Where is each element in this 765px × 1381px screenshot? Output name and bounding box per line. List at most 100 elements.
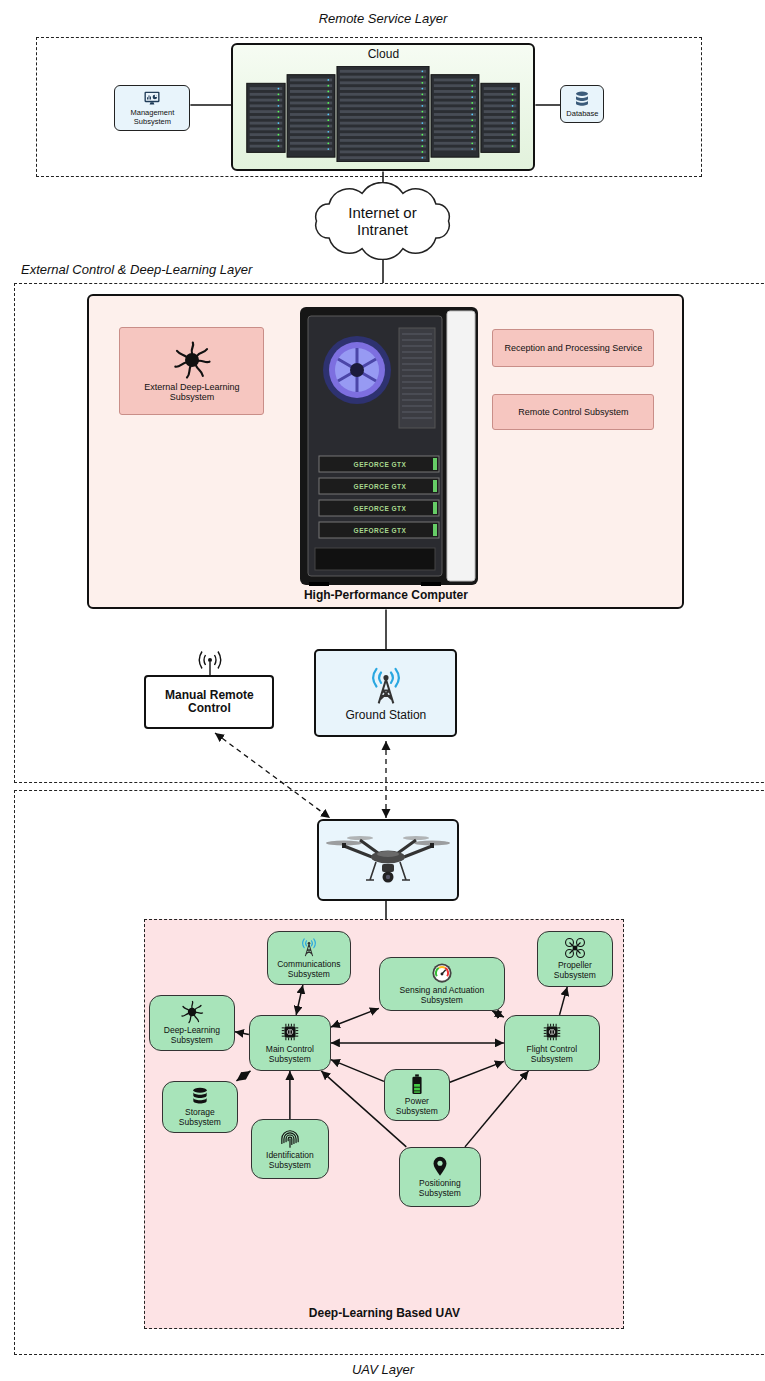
neural-icon: [187, 367, 190, 378]
icon-holder: [429, 1155, 451, 1177]
antenna-icon: [215, 655, 217, 665]
gauge-icon: [431, 962, 453, 984]
computer-illustration: [447, 311, 475, 581]
propeller-icon: [565, 939, 584, 958]
server-rack-illustration: [472, 137, 474, 139]
computer-illustration: [399, 328, 435, 428]
tower-icon: [302, 939, 304, 948]
server-rack-illustration: [472, 97, 474, 99]
neural-icon: [194, 1016, 198, 1022]
server-rack-illustration: [434, 79, 476, 82]
subsystem-box: External Deep-Learning Subsystem: [119, 327, 264, 415]
server-rack-illustration: [340, 87, 426, 90]
chip-icon: [284, 1027, 295, 1038]
server-rack-illustration: [250, 122, 283, 125]
drone-illustration: [377, 851, 399, 857]
layer-band: Remote Service LayerManagement Subsystem…: [36, 37, 702, 177]
server-rack-illustration: [512, 122, 514, 124]
icon-holder: [172, 340, 212, 380]
drone-box: [318, 820, 458, 900]
tower-icon: [302, 939, 315, 948]
tower-icon: [305, 941, 307, 946]
subsystem-box: Management Subsystem: [114, 85, 190, 130]
node-label: Internet or Intranet: [330, 204, 435, 239]
server-rack-illustration: [290, 136, 332, 139]
icon-holder: [573, 90, 591, 108]
neural-icon: [191, 1002, 193, 1009]
group-title: External Control & Deep-Learning Layer: [21, 263, 252, 278]
server-rack-illustration: [512, 128, 514, 130]
computer-illustration: [300, 307, 478, 585]
server-rack-illustration: [328, 114, 330, 116]
monitor-icon: [143, 89, 161, 107]
computer-illustration: [402, 382, 432, 383]
antenna-icon: [204, 655, 206, 665]
server-rack-illustration: [434, 130, 476, 133]
server-rack-illustration: [472, 114, 474, 116]
chip-icon: [288, 1024, 289, 1027]
server-rack-illustration: [422, 140, 424, 142]
computer-illustration: [309, 582, 329, 586]
computer-illustration: [402, 358, 432, 359]
chip-icon: [544, 1030, 547, 1031]
computer-illustration: [433, 502, 437, 514]
server-rack-illustration: [422, 145, 424, 147]
tower-icon: [364, 663, 408, 707]
neural-icon: [199, 361, 210, 362]
tower-icon: [383, 676, 388, 681]
service-box: Reception and Processing Service: [492, 329, 654, 367]
subsystem-box: Communications Subsystem: [267, 931, 351, 985]
radio-link: [385, 741, 386, 818]
chip-icon: [544, 1033, 547, 1034]
node-label: Communications Subsystem: [272, 960, 346, 980]
server-rack-illustration: [484, 133, 517, 136]
computer-illustration: [433, 458, 437, 470]
chip-icon: [544, 1036, 547, 1037]
server-rack-illustration: [340, 76, 426, 79]
server-rack-illustration: [340, 70, 426, 73]
gpu-label: GEFORCE GTX: [320, 457, 440, 473]
server-rack-illustration: [290, 96, 332, 99]
battery-icon: [415, 1075, 419, 1077]
server-rack-illustration: [241, 66, 525, 162]
server-rack-illustration: [434, 142, 476, 145]
subsystem-box: Propeller Subsystem: [537, 931, 613, 987]
propeller-icon: [564, 937, 586, 959]
computer-illustration: [402, 352, 432, 353]
server-rack-illustration: [434, 119, 476, 122]
server-rack-illustration: [472, 91, 474, 93]
subsystem-box: Flight Control Subsystem: [504, 1015, 600, 1071]
server-rack-illustration: [472, 120, 474, 122]
group-title: UAV Layer: [15, 1363, 751, 1378]
node-label: Management Subsystem: [119, 109, 185, 126]
node-label: Remote Control Subsystem: [497, 407, 649, 417]
fingerprint-icon: [282, 1131, 298, 1147]
node-label: External Deep-Learning Subsystem: [124, 382, 259, 403]
server-rack-illustration: [290, 113, 332, 116]
gpu-label: GEFORCE GTX: [320, 479, 440, 495]
gauge-icon: [440, 973, 443, 976]
server-rack-illustration: [484, 145, 517, 148]
server-rack-illustration: [422, 94, 424, 96]
drone-illustration: [366, 862, 410, 880]
server-rack-illustration: [328, 108, 330, 110]
server-rack-illustration: [328, 91, 330, 93]
chip-icon: [549, 1030, 555, 1035]
server-rack-illustration: [422, 134, 424, 136]
drone-illustration: [371, 851, 405, 864]
subsystem-box: Sensing and Actuation Subsystem: [379, 957, 505, 1011]
server-rack-illustration: [434, 84, 476, 87]
server-rack-illustration: [422, 111, 424, 113]
server-rack-illustration: [512, 134, 514, 136]
drone-illustration: [383, 872, 394, 883]
uav-box: Deep-Learning Based UAVCommunications Su…: [144, 919, 624, 1329]
neural-icon: [180, 1000, 204, 1024]
node-label: Reception and Processing Service: [497, 343, 649, 353]
server-rack-illustration: [290, 79, 332, 82]
antenna-icon: [199, 652, 202, 669]
database-icon: [193, 1092, 206, 1098]
server-rack-illustration: [422, 82, 424, 84]
radio-link: [215, 733, 330, 818]
server-rack-illustration: [328, 102, 330, 104]
server-rack-illustration: [434, 148, 476, 151]
